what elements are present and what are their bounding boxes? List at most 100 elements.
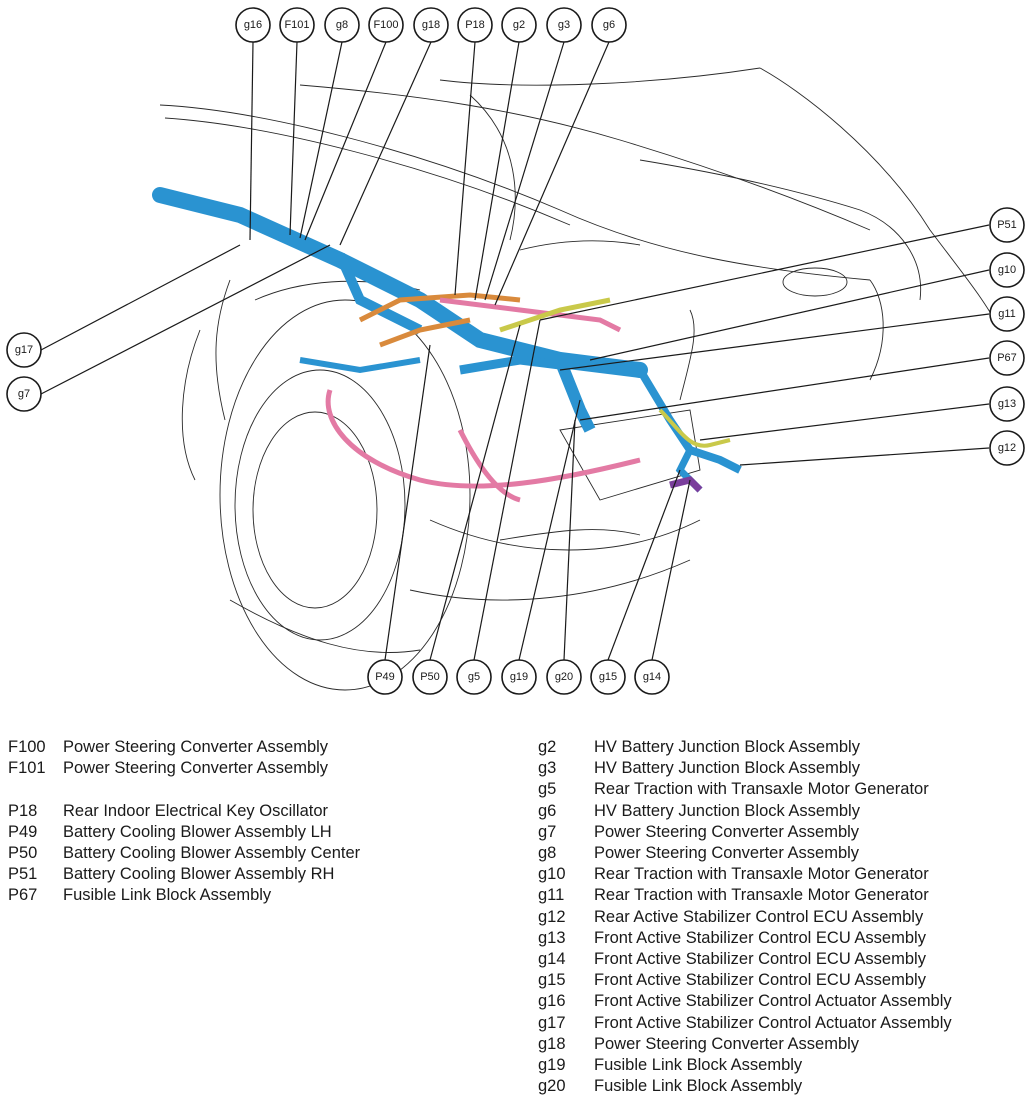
callout-label: g13	[998, 398, 1016, 410]
legend-code: P67	[8, 886, 38, 905]
legend-description: Battery Cooling Blower Assembly Center	[63, 844, 361, 862]
callout-circle	[989, 386, 1025, 422]
callout-g5: g5	[456, 659, 492, 695]
legend-description: Battery Cooling Blower Assembly RH	[63, 865, 335, 884]
legend-description: Power Steering Converter Assembly	[63, 738, 329, 756]
callout-g16: g16	[235, 7, 271, 43]
legend-code: P18	[8, 801, 38, 820]
legend-code: g16	[538, 992, 566, 1011]
legend-description: Power Steering Converter Assembly	[594, 822, 860, 841]
callout-circle	[456, 659, 492, 695]
callout-label: g15	[599, 671, 617, 683]
callout-circle	[591, 7, 627, 43]
legend-code: g15	[538, 971, 566, 990]
callout-g20: g20	[546, 659, 582, 695]
callout-circle	[6, 332, 42, 368]
callout-g14: g14	[634, 659, 670, 695]
legend-code: F101	[8, 759, 46, 778]
car-body-outline	[159, 67, 1001, 691]
callout-circle	[6, 376, 42, 412]
legend-description: Fusible Link Block Assembly	[594, 1056, 803, 1075]
legend-description: Front Active Stabilizer Control Actuator…	[594, 1013, 952, 1032]
callout-label: g14	[643, 671, 661, 683]
callout-g11: g11	[989, 296, 1025, 332]
callout-label: P50	[420, 671, 440, 683]
legend-row: g6 HV Battery Junction Block Assembly	[538, 801, 952, 822]
legend-row: g5 Rear Traction with Transaxle Motor Gen…	[538, 779, 952, 800]
legend-code: g6	[538, 801, 557, 820]
callout-label: P18	[465, 19, 485, 31]
callout-circle	[989, 430, 1025, 466]
callout-label: P49	[375, 671, 395, 683]
callout-label: g2	[513, 19, 525, 31]
callout-label: g20	[555, 671, 573, 683]
callout-g8: g8	[324, 7, 360, 43]
legend-code: g13	[538, 928, 566, 947]
callout-g15: g15	[590, 659, 626, 695]
callout-circle	[989, 296, 1025, 332]
legend-description: Front Active Stabilizer Control ECU Asse…	[594, 950, 926, 969]
callout-f101: F101	[279, 7, 315, 43]
legend-code: g5	[538, 780, 557, 799]
callout-g3: g3	[546, 7, 582, 43]
callout-circle	[634, 659, 670, 695]
callout-label: g5	[468, 671, 480, 683]
legend-description: Power Steering Converter Assembly	[594, 1034, 860, 1053]
legend-description: Front Active Stabilizer Control ECU Asse…	[594, 971, 926, 990]
legend-description: Front Active Stabilizer Control Actuator…	[594, 992, 952, 1011]
legend-code: g18	[538, 1034, 566, 1053]
legend-description: HV Battery Junction Block Assembly	[594, 801, 860, 820]
callout-circle	[324, 7, 360, 43]
legend-description: Power Steering Converter Assembly	[594, 844, 860, 863]
callout-circle	[235, 7, 271, 43]
callout-label: g17	[15, 344, 33, 356]
legend-code: g20	[538, 1077, 566, 1096]
callout-p51: P51	[989, 207, 1025, 243]
callout-label: P67	[997, 352, 1017, 364]
callout-label: g11	[998, 308, 1016, 320]
callout-g18: g18	[413, 7, 449, 43]
legend-description: Rear Active Stabilizer Control ECU Assem…	[594, 907, 924, 926]
callout-label: g7	[18, 388, 30, 400]
legend-description: Fusible Link Block Assembly	[63, 886, 272, 905]
legend-row: P18 Rear Indoor Electrical Key Oscillator	[8, 801, 360, 822]
harness-pink	[325, 297, 641, 503]
callout-g19: g19	[501, 659, 537, 695]
legend-row: g19 Fusible Link Block Assembly	[538, 1055, 952, 1076]
callout-g17: g17	[6, 332, 42, 368]
callout-circle	[413, 7, 449, 43]
harness-orange	[358, 292, 521, 348]
callout-circle	[501, 659, 537, 695]
legend-description: Rear Traction with Transaxle Motor Gener…	[594, 780, 929, 799]
legend-description: Front Active Stabilizer Control ECU Asse…	[594, 928, 926, 947]
callout-g13: g13	[989, 386, 1025, 422]
callout-circle	[412, 659, 448, 695]
legend-description: Battery Cooling Blower Assembly LH	[63, 822, 332, 841]
legend-code: g19	[538, 1056, 566, 1075]
callout-label: g10	[998, 264, 1016, 276]
callout-circle	[457, 7, 493, 43]
legend-description: Rear Indoor Electrical Key Oscillator	[63, 801, 329, 820]
legend-description: Rear Traction with Transaxle Motor Gener…	[594, 886, 929, 905]
callout-circle	[367, 659, 403, 695]
callout-circle	[546, 659, 582, 695]
callout-circle	[989, 340, 1025, 376]
callout-p67: P67	[989, 340, 1025, 376]
callout-circle	[546, 7, 582, 43]
callout-p18: P18	[457, 7, 493, 43]
legend-row: g18 Power Steering Converter Assembly	[538, 1034, 952, 1055]
callout-label: g12	[998, 442, 1016, 454]
